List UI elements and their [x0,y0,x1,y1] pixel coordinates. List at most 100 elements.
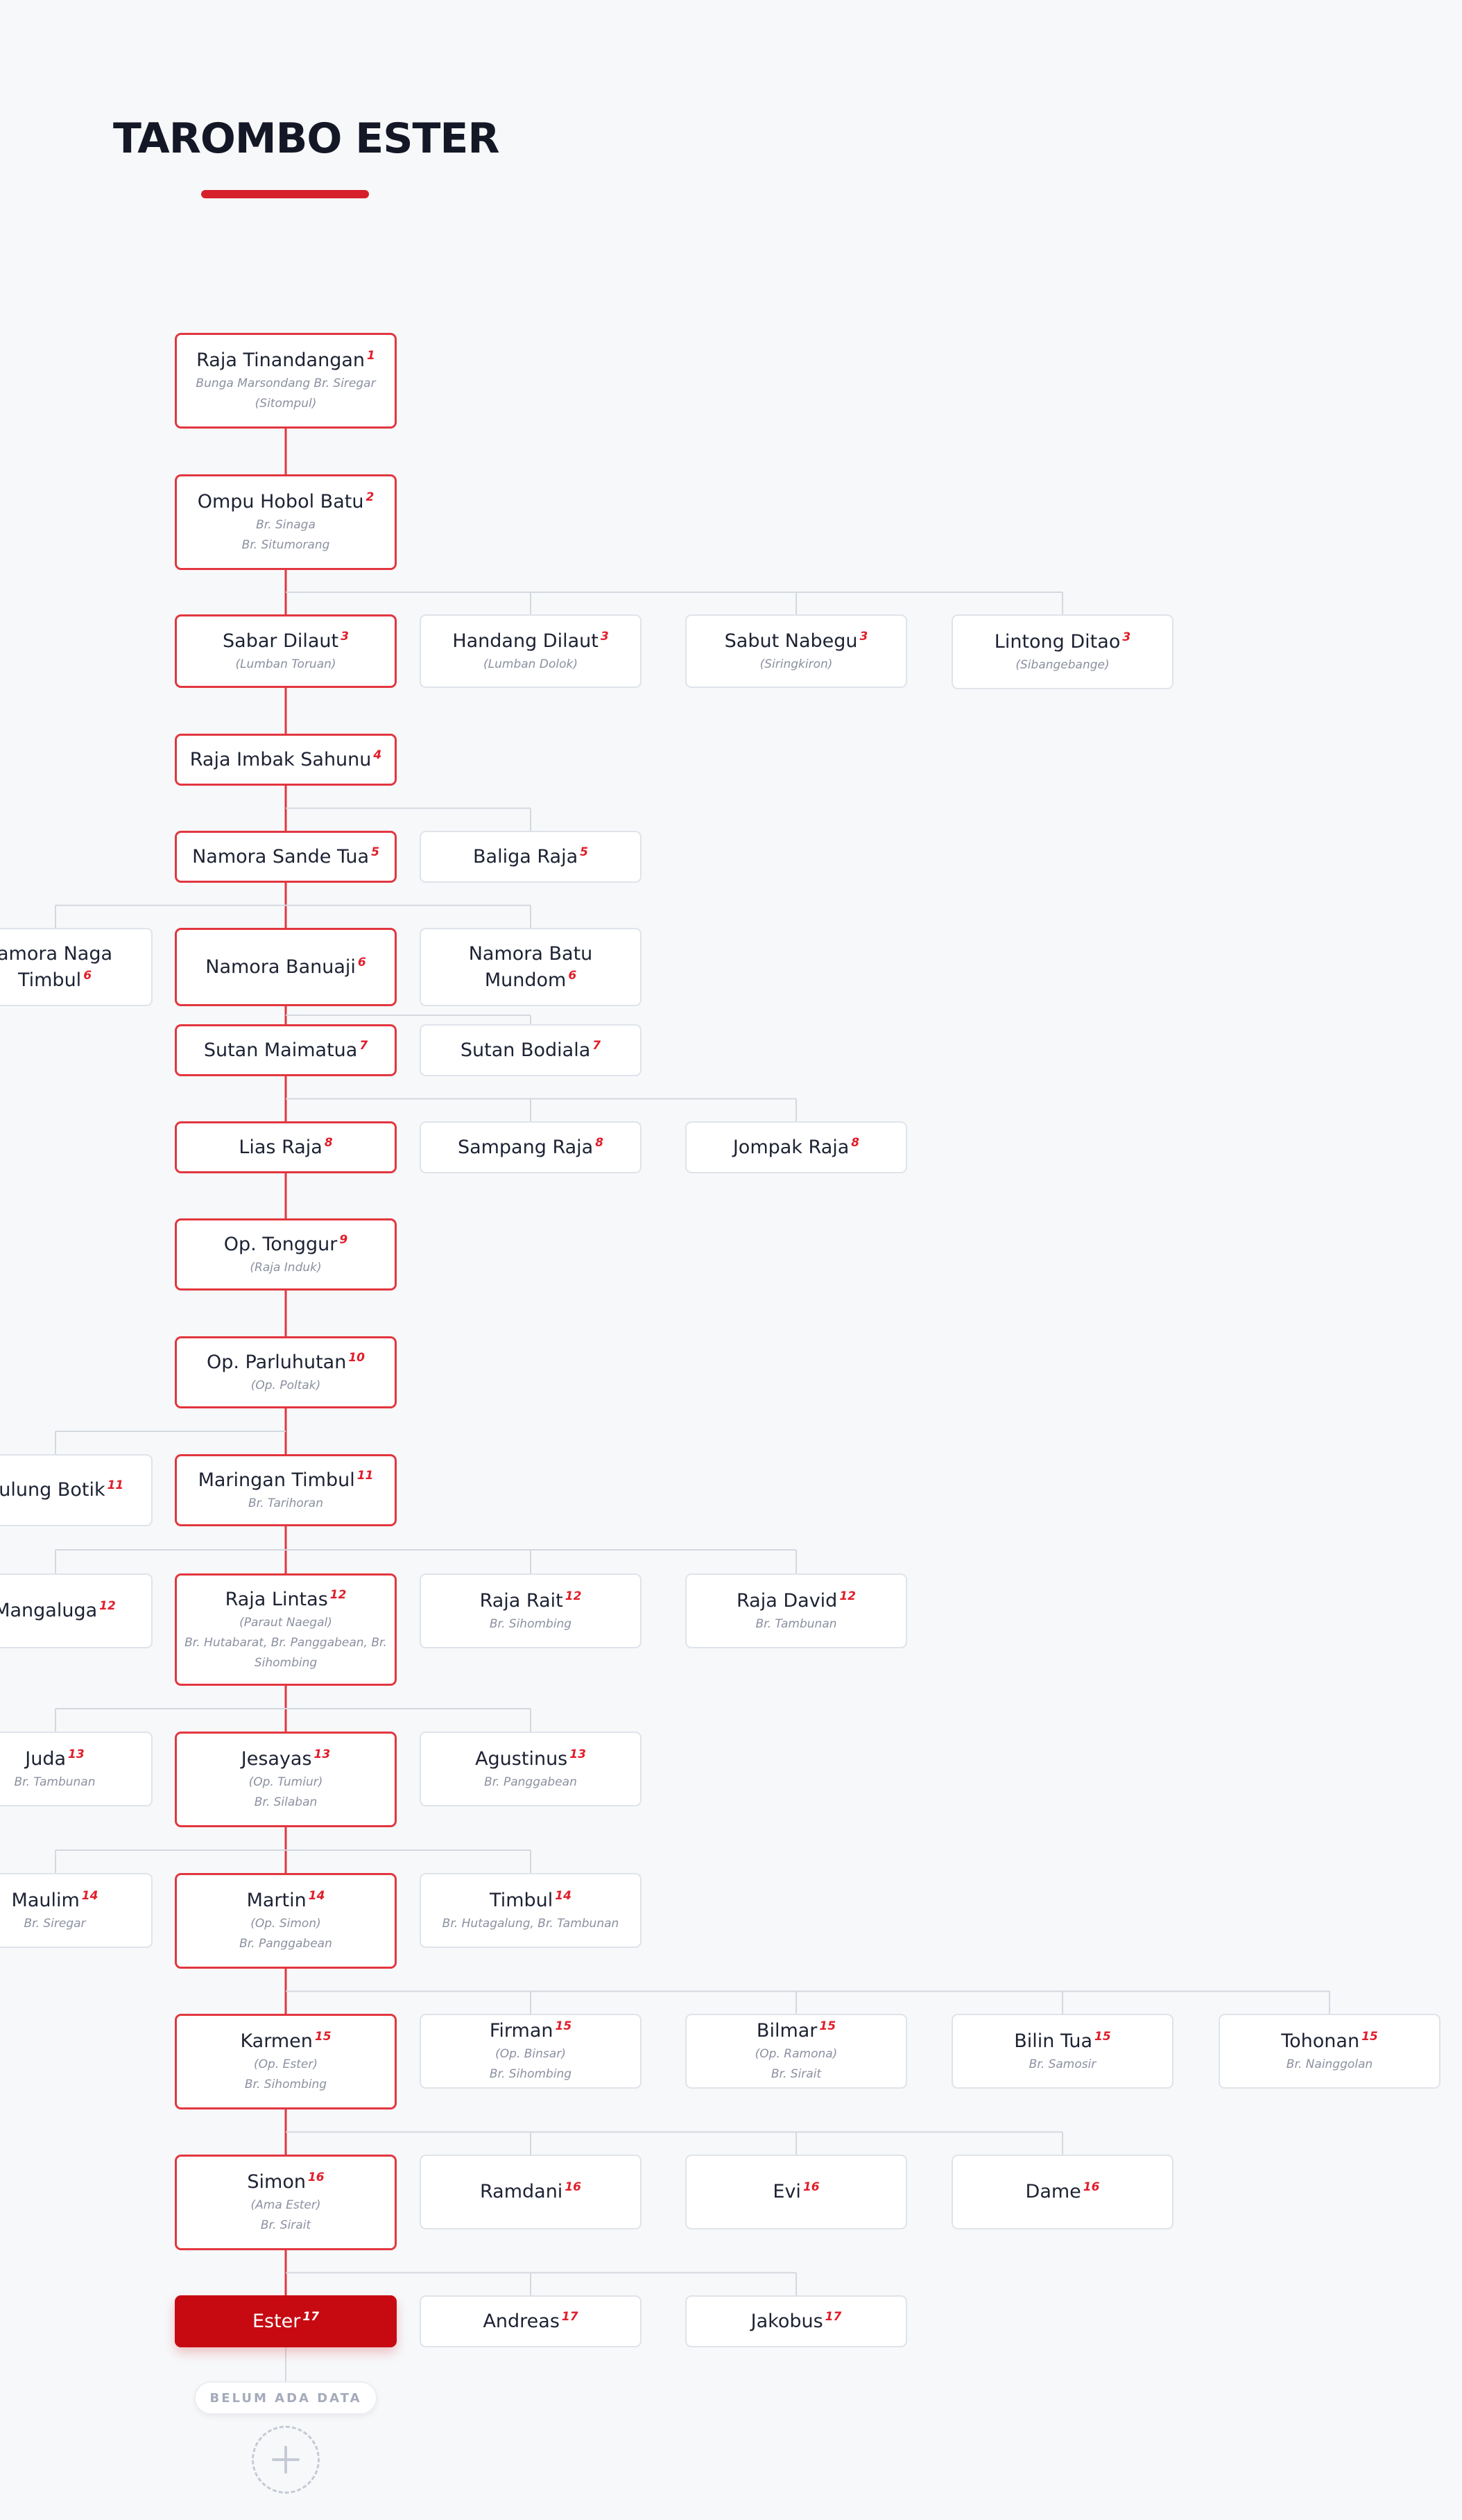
person-name-text: Op. Tonggur [223,1233,338,1255]
spouse-info: Br. Tarihoran [248,1496,323,1510]
spouse-info: (Paraut Naegal) [239,1615,332,1630]
spouse-info: Br. Siregar [24,1916,86,1931]
person-name-text: Agustinus [475,1747,568,1770]
person-name-text: Sabar Dilaut [223,630,339,652]
spouse-info: (Lumban Dolok) [483,657,578,671]
person-name-text: Raja Rait [479,1589,563,1612]
generation-number: 13 [68,1747,85,1761]
add-child-button[interactable] [252,2426,320,2494]
spouse-info: (Siringkiron) [759,657,833,671]
person-name-text: Baliga Raja [473,845,578,868]
generation-number: 6 [568,968,577,983]
person-name-text: Karmen [240,2030,313,2052]
spouse-info: Br. Hutagalung, Br. Tambunan [442,1916,619,1931]
spouse-info: (Ama Ester) [250,2198,321,2212]
generation-number: 9 [339,1232,348,1247]
generation-number: 10 [348,1350,366,1365]
generation-number: 2 [366,490,375,504]
spouse-info: (Op. Ramona) [755,2047,838,2061]
person-name-text: Maulim [11,1889,80,1911]
spouse-info: Bunga Marsondang Br. Siregar [196,377,376,390]
generation-number: 16 [802,2180,820,2194]
person-name-text: Ompu Hobol Batu [197,491,364,512]
generation-number: 8 [324,1135,333,1150]
spouse-info: Br. Panggabean [239,1937,332,1951]
generation-number: 11 [107,1478,124,1492]
generation-number: 15 [314,2030,332,2044]
person-name-text: Namora Banuaji [205,956,356,978]
generation-number: 16 [565,2180,581,2194]
person-name-text: Sutan Bodiala [460,1039,591,1061]
generation-number: 8 [851,1135,860,1150]
person-name-text: amora Naga Timbul [0,942,113,991]
spouse-info: (Sibangebange) [1015,657,1110,672]
spouse-info: Br. Panggabean [484,1775,577,1789]
generation-number: 4 [373,748,382,762]
person-name-text: Firman [489,2020,553,2042]
spouse-info: Br. Nainggolan [1286,2057,1373,2071]
person-name-text: Mangaluga [0,1600,98,1621]
generation-number: 3 [600,629,609,644]
spouse-info: Br. Sirait [771,2067,822,2081]
generation-number: 8 [595,1135,604,1150]
generation-number: 12 [99,1599,116,1613]
generation-number: 11 [356,1468,374,1483]
